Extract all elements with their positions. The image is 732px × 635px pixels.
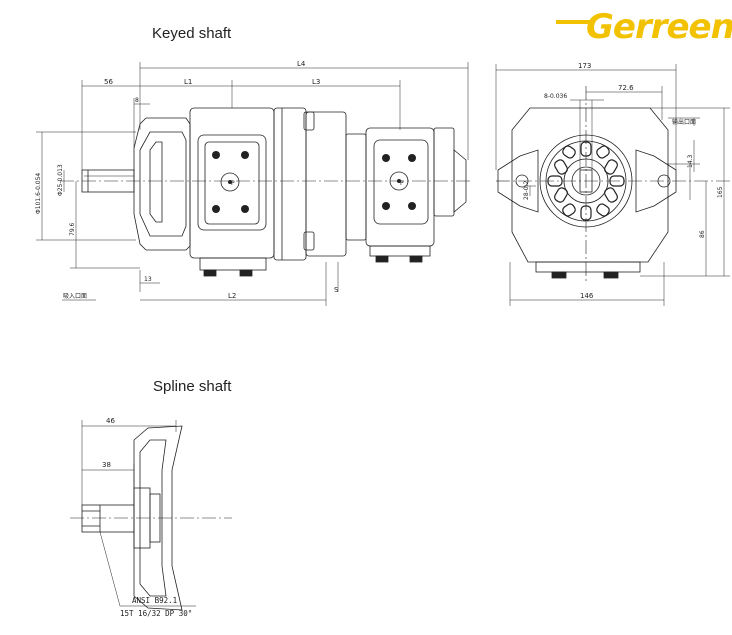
- dim-146: 146: [580, 292, 594, 300]
- spline-view: 46 38 ANSI B92.1 15T 16/32 DP 30°: [70, 417, 232, 618]
- dim-L2: L2: [228, 292, 236, 300]
- dim-46: 46: [106, 417, 115, 425]
- dim-28: 28-0.2: [523, 180, 530, 200]
- dim-56: 56: [104, 78, 113, 86]
- dim-pilot-diameter: Φ101.6-0.054: [35, 173, 42, 214]
- spline-dimensions: [81, 420, 196, 607]
- keyed-shaft-title: Keyed shaft: [152, 25, 232, 42]
- outlet-face-note: 输出口面: [672, 118, 696, 126]
- front-dimensions: [495, 64, 730, 306]
- dim-165: 165: [717, 186, 724, 198]
- dim-S: S: [334, 286, 339, 294]
- dim-8: 8: [135, 97, 139, 104]
- dim-38: 38: [102, 461, 111, 469]
- port-p-front: P: [231, 180, 235, 187]
- flange-pilot-circle: [539, 134, 633, 228]
- dim-79-6: 79.6: [69, 222, 76, 236]
- dim-key-width: 8-0.036: [544, 93, 567, 100]
- spline-shaft-title: Spline shaft: [153, 378, 232, 395]
- dim-L4: L4: [297, 60, 306, 68]
- rear-pump-body: [345, 133, 367, 241]
- dim-13: 13: [144, 276, 152, 283]
- dim-L3: L3: [312, 78, 320, 86]
- dim-shaft-diameter: Φ25-0.013: [57, 164, 64, 196]
- dim-14-3: 14.3: [687, 154, 694, 168]
- dim-173: 173: [578, 62, 591, 70]
- spline-flange: [133, 425, 183, 611]
- inlet-face-note: 吸入口面: [63, 293, 87, 300]
- gerreen-logo: Gerreen: [556, 7, 732, 44]
- logo-wordmark: Gerreen: [586, 7, 732, 44]
- dim-72-6: 72.6: [618, 84, 634, 92]
- spline-shaft: [81, 504, 135, 533]
- side-dimensions: [36, 62, 469, 306]
- side-view: P P L4 L1 L3: [35, 60, 470, 306]
- spline-standard: ANSI B92.1: [132, 596, 177, 605]
- logo-bar: [556, 20, 592, 24]
- front-view-body: [511, 107, 669, 263]
- port-p-rear: P: [400, 180, 404, 187]
- spline-spec: 15T 16/32 DP 30°: [120, 609, 192, 618]
- dim-86: 86: [699, 230, 706, 238]
- front-view: 173 72.6 8-0.036 输出口面 14.3 28-0.2 86 165…: [495, 62, 732, 306]
- dim-L1: L1: [184, 78, 192, 86]
